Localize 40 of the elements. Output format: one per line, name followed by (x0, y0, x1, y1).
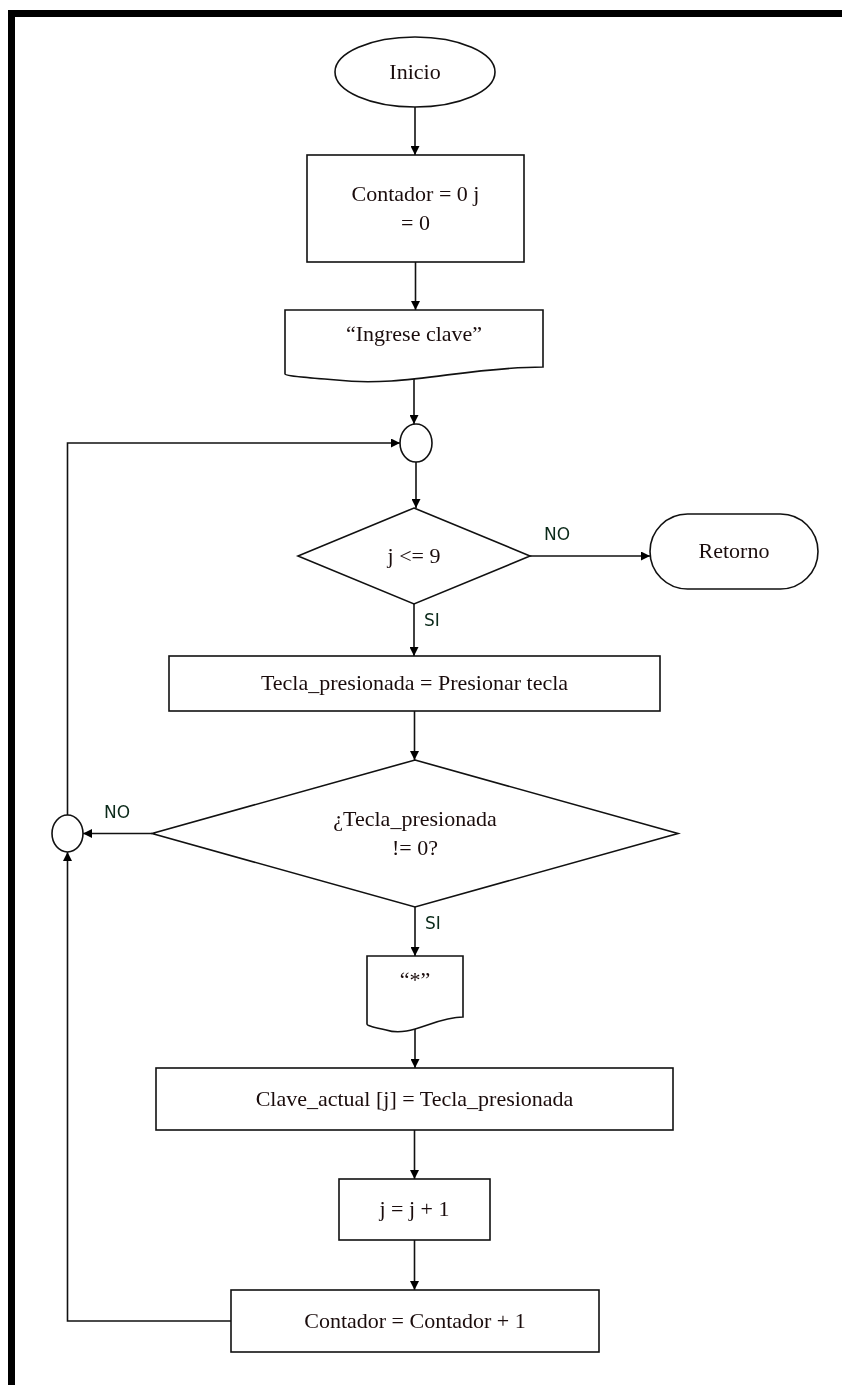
flow-arrow (529, 551, 651, 561)
flow-arrow (410, 1027, 420, 1069)
step-text: Contador = 0 j = 0 (350, 179, 481, 237)
process-box (231, 1290, 599, 1352)
step-text: Tecla_presionada = Presionar tecla (260, 669, 569, 698)
step-text: j = j + 1 (379, 1195, 450, 1224)
flow-arrow (411, 261, 420, 311)
step-text: Retorno (698, 537, 770, 566)
display-document (285, 310, 543, 382)
edge-label: SI (424, 610, 440, 630)
step-text: “*” (399, 966, 431, 994)
display-document (367, 956, 463, 1032)
edge-label: SI (425, 913, 441, 933)
flow-arrow (411, 461, 421, 509)
edge-label: NO (104, 801, 131, 822)
flow-arrow (409, 377, 419, 425)
process-box (156, 1068, 673, 1130)
step-text: Inicio (389, 57, 441, 86)
flow-arrow (410, 1239, 419, 1291)
edge-label: NO (544, 524, 571, 544)
step-text: ¿Tecla_presionada != 0? (332, 804, 498, 862)
flow-arrow (410, 106, 420, 156)
connector-circle (400, 424, 432, 462)
step-text: Contador = Contador + 1 (304, 1306, 526, 1335)
step-text: Clave_actual [j] = Tecla_presionada (255, 1084, 574, 1113)
flow-arrow (63, 851, 232, 1322)
step-text: j <= 9 (387, 541, 441, 570)
flow-arrow (410, 906, 420, 957)
decision-diamond (298, 508, 530, 604)
process-box (307, 155, 524, 262)
step-text: “Ingrese clave” (345, 320, 483, 348)
start-terminal (335, 37, 495, 107)
process-box (339, 1179, 490, 1240)
flow-arrow (409, 603, 419, 657)
connector-circle (52, 815, 83, 852)
flow-arrow (410, 710, 419, 761)
decision-diamond (152, 760, 678, 907)
flow-arrow (66, 438, 401, 816)
flow-arrow (410, 1129, 419, 1180)
process-box (169, 656, 660, 711)
